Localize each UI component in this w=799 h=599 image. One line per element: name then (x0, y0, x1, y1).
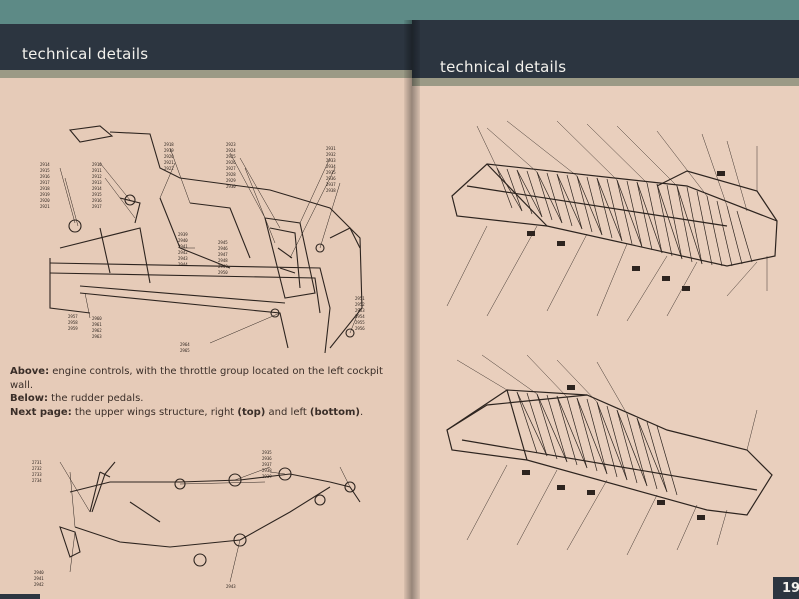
svg-text:2959: 2959 (68, 326, 78, 331)
right-header-title: technical details (440, 58, 567, 76)
svg-text:2732: 2732 (32, 466, 42, 471)
svg-text:2950: 2950 (218, 270, 228, 275)
svg-text:2929: 2929 (226, 178, 236, 183)
svg-text:2938: 2938 (262, 468, 272, 473)
svg-text:2933: 2933 (326, 158, 336, 163)
svg-text:2915: 2915 (92, 192, 102, 197)
svg-text:2925: 2925 (226, 154, 236, 159)
svg-text:2939: 2939 (262, 474, 272, 479)
svg-text:2936: 2936 (262, 456, 272, 461)
svg-text:2930: 2930 (226, 184, 236, 189)
svg-text:2940: 2940 (178, 238, 188, 243)
svg-text:2942: 2942 (34, 582, 44, 587)
svg-text:2916: 2916 (92, 198, 102, 203)
svg-text:2928: 2928 (226, 172, 236, 177)
svg-text:2914: 2914 (92, 186, 102, 191)
svg-text:2961: 2961 (92, 322, 102, 327)
page-number: 19 (782, 581, 799, 596)
svg-text:2965: 2965 (180, 348, 190, 353)
svg-text:2913: 2913 (92, 180, 102, 185)
svg-text:2921: 2921 (40, 204, 50, 209)
svg-text:2914: 2914 (40, 162, 50, 167)
left-bottom-band (0, 594, 40, 599)
svg-text:2919: 2919 (40, 192, 50, 197)
caption: Above: engine controls, with the throttl… (10, 365, 390, 419)
svg-text:2936: 2936 (326, 176, 336, 181)
svg-text:2947: 2947 (218, 252, 228, 257)
left-header-title: technical details (22, 45, 149, 63)
svg-text:2949: 2949 (218, 264, 228, 269)
svg-text:2918: 2918 (40, 186, 50, 191)
svg-text:2915: 2915 (40, 168, 50, 173)
upper-wing-right-diagram (446, 120, 778, 322)
page-number-box: 19 (773, 577, 799, 599)
svg-text:2918: 2918 (164, 142, 174, 147)
svg-text:2937: 2937 (262, 462, 272, 467)
svg-text:2920: 2920 (40, 198, 50, 203)
svg-text:2923: 2923 (226, 142, 236, 147)
right-header-band: technical details (412, 20, 799, 78)
left-header-stripe (0, 70, 412, 78)
svg-text:2941: 2941 (178, 244, 188, 249)
book-spine (404, 20, 420, 599)
left-page: technical details (0, 24, 412, 599)
svg-text:2951: 2951 (355, 296, 365, 301)
svg-text:2734: 2734 (32, 478, 42, 483)
svg-text:2958: 2958 (68, 320, 78, 325)
svg-text:2944: 2944 (178, 262, 188, 267)
svg-text:2733: 2733 (32, 472, 42, 477)
svg-text:2946: 2946 (218, 246, 228, 251)
svg-text:2922: 2922 (164, 166, 174, 171)
svg-text:2921: 2921 (164, 160, 174, 165)
svg-text:2937: 2937 (326, 182, 336, 187)
svg-text:2954: 2954 (355, 314, 365, 319)
svg-text:2731: 2731 (32, 460, 42, 465)
svg-text:2942: 2942 (178, 250, 188, 255)
svg-text:2948: 2948 (218, 258, 228, 263)
right-page: technical details (412, 20, 799, 599)
svg-text:2963: 2963 (92, 334, 102, 339)
svg-text:2952: 2952 (355, 302, 365, 307)
svg-text:2964: 2964 (180, 342, 190, 347)
svg-text:2935: 2935 (326, 170, 336, 175)
svg-text:2935: 2935 (262, 450, 272, 455)
svg-text:2955: 2955 (355, 320, 365, 325)
svg-text:2934: 2934 (326, 164, 336, 169)
svg-text:2943: 2943 (226, 584, 236, 589)
svg-text:2939: 2939 (178, 232, 188, 237)
svg-text:2940: 2940 (34, 570, 44, 575)
svg-text:2911: 2911 (92, 168, 102, 173)
svg-text:2920: 2920 (164, 154, 174, 159)
svg-text:2919: 2919 (164, 148, 174, 153)
svg-text:2917: 2917 (92, 204, 102, 209)
svg-text:2945: 2945 (218, 240, 228, 245)
svg-text:2957: 2957 (68, 314, 78, 319)
right-header-stripe (412, 78, 799, 86)
svg-text:2926: 2926 (226, 160, 236, 165)
svg-text:2960: 2960 (92, 316, 102, 321)
svg-text:2956: 2956 (355, 326, 365, 331)
left-header-band: technical details (0, 24, 412, 70)
svg-text:2962: 2962 (92, 328, 102, 333)
caption-line-below: Below: the rudder pedals. (10, 393, 144, 404)
svg-text:2932: 2932 (326, 152, 336, 157)
caption-line-above: Above: engine controls, with the throttl… (10, 366, 383, 391)
svg-text:2941: 2941 (34, 576, 44, 581)
svg-text:2927: 2927 (226, 166, 236, 171)
upper-wing-left-diagram (446, 354, 773, 556)
svg-text:2931: 2931 (326, 146, 336, 151)
svg-text:2924: 2924 (226, 148, 236, 153)
svg-text:2916: 2916 (40, 174, 50, 179)
caption-line-next-page: Next page: the upper wings structure, ri… (10, 406, 364, 418)
svg-text:2917: 2917 (40, 180, 50, 185)
svg-text:2943: 2943 (178, 256, 188, 261)
svg-text:2910: 2910 (92, 162, 102, 167)
svg-text:2938: 2938 (326, 188, 336, 193)
svg-text:2953: 2953 (355, 308, 365, 313)
svg-text:2912: 2912 (92, 174, 102, 179)
